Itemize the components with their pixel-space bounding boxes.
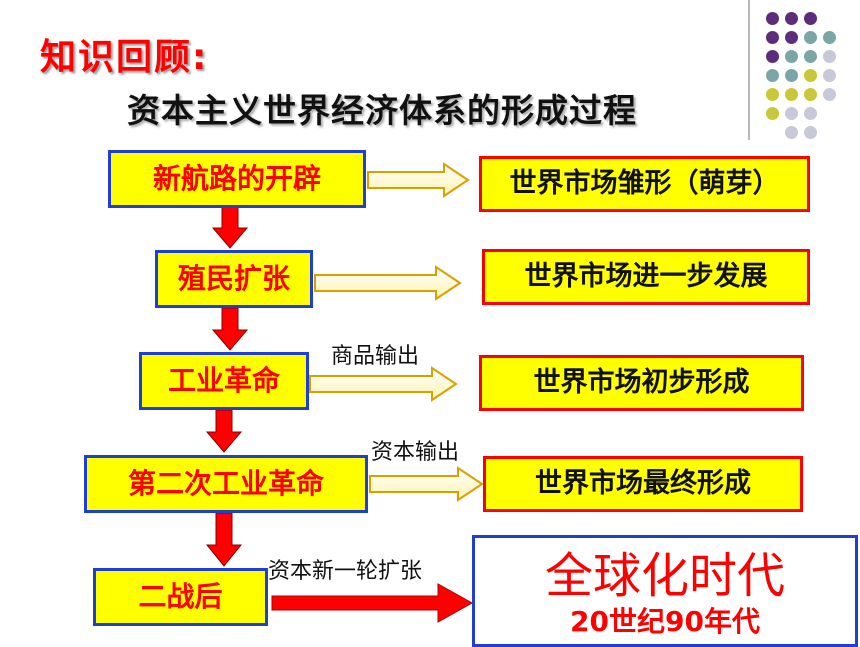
dot — [766, 88, 779, 101]
dot — [766, 107, 779, 120]
decorative-dot-grid — [0, 0, 860, 160]
step-box-second-industrial-revolution: 第二次工业革命 — [84, 455, 368, 513]
dot — [804, 69, 817, 82]
down-arrow — [211, 307, 249, 351]
arrow-note-capital-export: 资本输出 — [371, 440, 460, 465]
dot — [785, 12, 798, 25]
step-box-post-ww2: 二战后 — [93, 568, 268, 626]
stage-box-embryonic-market: 世界市场雏形（萌芽） — [479, 156, 810, 212]
down-arrow — [205, 512, 243, 567]
dot — [785, 31, 798, 44]
dot — [804, 31, 817, 44]
globalization-title: 全球化时代 — [544, 548, 785, 604]
dot — [823, 69, 836, 82]
subtitle: 资本主义世界经济体系的形成过程 — [127, 91, 637, 130]
heading: 知识回顾: — [40, 37, 209, 78]
stage-box-market-initial-formation: 世界市场初步形成 — [479, 355, 804, 411]
arrow-note-commodity-export: 商品输出 — [331, 344, 420, 369]
dot — [766, 69, 779, 82]
right-arrow — [314, 265, 462, 301]
step-box-industrial-revolution: 工业革命 — [139, 352, 309, 410]
down-arrow — [211, 204, 249, 249]
dot — [785, 126, 798, 139]
dot — [785, 69, 798, 82]
down-arrow — [205, 409, 243, 453]
globalization-box: 全球化时代 20世纪90年代 — [472, 535, 858, 647]
dot — [823, 50, 836, 63]
dot — [785, 107, 798, 120]
dot — [766, 50, 779, 63]
dot — [785, 50, 798, 63]
dot — [823, 88, 836, 101]
right-arrow — [367, 162, 470, 198]
dot — [804, 126, 817, 139]
stage-box-market-final-formation: 世界市场最终形成 — [483, 456, 803, 512]
stage-box-market-development: 世界市场进一步发展 — [482, 249, 810, 305]
dot — [804, 88, 817, 101]
right-arrow — [369, 466, 484, 502]
step-box-new-sea-route: 新航路的开辟 — [108, 150, 366, 208]
dot — [804, 107, 817, 120]
right-arrow-solid — [271, 583, 474, 623]
arrow-note-capital-expansion: 资本新一轮扩张 — [268, 559, 423, 584]
decorative-line — [748, 0, 750, 140]
globalization-period: 20世纪90年代 — [570, 605, 760, 638]
right-arrow — [309, 366, 458, 402]
dot — [785, 88, 798, 101]
dot — [766, 31, 779, 44]
dot — [804, 12, 817, 25]
dot — [823, 31, 836, 44]
dot — [804, 50, 817, 63]
dot — [766, 12, 779, 25]
step-box-colonial-expansion: 殖民扩张 — [155, 250, 313, 308]
